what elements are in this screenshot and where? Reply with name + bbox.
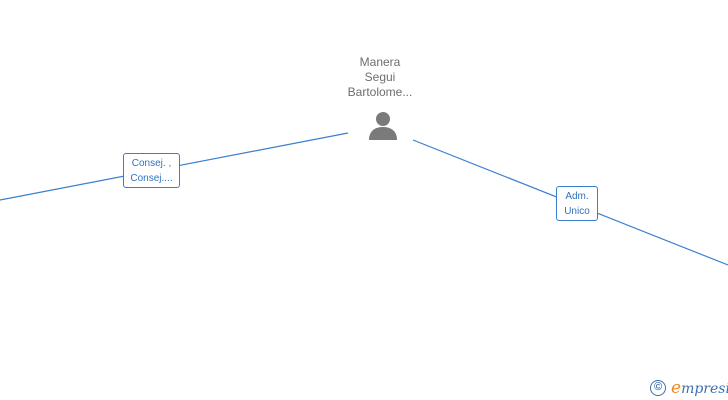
person-name-line-1: Manera <box>359 55 401 69</box>
person-silhouette-icon[interactable] <box>367 110 399 142</box>
role-left-line-1: Consej. , <box>131 158 172 169</box>
brand-logo[interactable]: empresia <box>671 378 728 398</box>
brand-name-rest: mpresia <box>681 381 728 397</box>
role-label-left[interactable]: Consej. , Consej.... <box>123 153 180 188</box>
person-name-line-3: Bartolome... <box>347 85 413 99</box>
role-right-line-2: Unico <box>564 206 590 217</box>
person-name-line-2: Segui <box>364 70 396 84</box>
person-node-label[interactable]: Manera Segui Bartolome... <box>330 55 430 100</box>
copyright-icon: © <box>650 380 666 396</box>
role-left-line-2: Consej.... <box>130 173 173 184</box>
role-label-right[interactable]: Adm. Unico <box>556 186 598 221</box>
brand-first-letter: e <box>671 378 682 398</box>
role-right-line-1: Adm. <box>565 191 589 202</box>
